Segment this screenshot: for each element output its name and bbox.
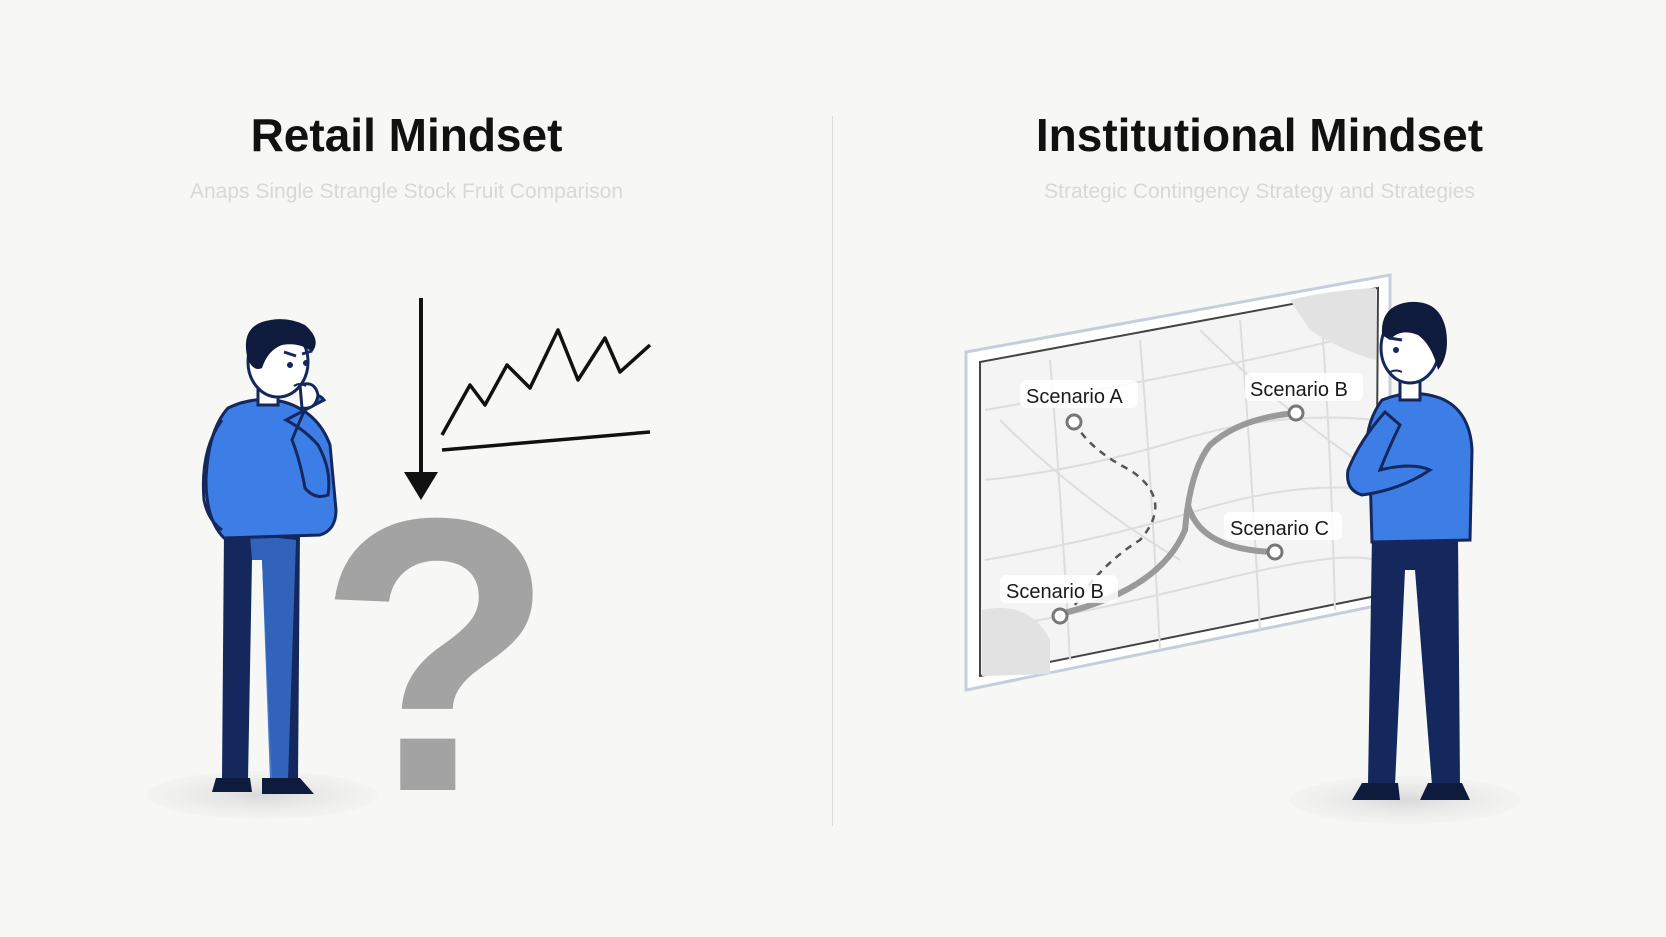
- institutional-panel: Institutional Mindset Strategic Continge…: [833, 0, 1666, 937]
- institutional-ground-shadow: [1290, 776, 1520, 824]
- question-mark-icon: ?: [317, 437, 555, 873]
- retail-person: [201, 319, 338, 794]
- scenario-b-top-node: [1287, 404, 1305, 422]
- scenario-b-bottom-node: [1051, 607, 1069, 625]
- zigzag-chart-icon: [440, 328, 652, 452]
- retail-title: Retail Mindset: [250, 109, 563, 161]
- retail-panel: Retail Mindset Anaps Single Strangle Sto…: [189, 109, 624, 203]
- scenario-c-node: [1266, 543, 1284, 561]
- institutional-person: [1346, 301, 1474, 800]
- institutional-title: Institutional Mindset: [1035, 109, 1484, 161]
- scenario-path-branch: [1185, 502, 1278, 555]
- scenario-path-dashed: [1072, 421, 1157, 606]
- scenario-a-node: [1065, 413, 1083, 431]
- scenario-map-board: Scenario A Scenario B Scenario C Scenari…: [964, 273, 1392, 692]
- institutional-subtitle: Strategic Contingency Strategy and Strat…: [1044, 180, 1475, 203]
- scenario-b-bottom-label: Scenario B: [1006, 581, 1104, 603]
- panel-divider: [832, 116, 833, 826]
- scenario-c-label: Scenario C: [1230, 518, 1329, 540]
- retail-ground-shadow: [147, 771, 377, 819]
- scenario-a-label: Scenario A: [1026, 386, 1123, 408]
- down-arrow-icon: [404, 298, 438, 500]
- retail-subtitle: Anaps Single Strangle Stock Fruit Compar…: [189, 180, 624, 203]
- scenario-b-top-label: Scenario B: [1250, 379, 1348, 401]
- scenario-path-main: [1057, 410, 1299, 617]
